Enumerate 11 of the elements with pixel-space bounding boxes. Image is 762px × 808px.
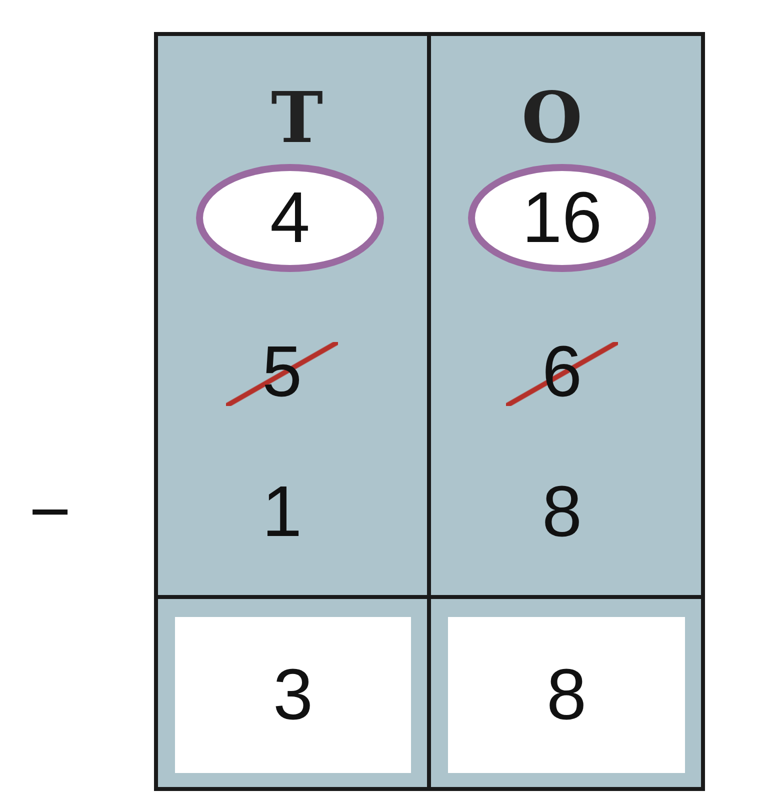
digit: 4 [270,182,310,254]
answer-box [175,617,411,773]
column-heading: T [270,80,324,156]
minus-sign: − [28,474,72,550]
digit: 16 [522,182,602,254]
digit: 1 [260,474,304,550]
digit: 3 [272,659,314,731]
answer-box [448,617,685,773]
digit: 8 [546,659,587,731]
digit: 8 [540,474,584,550]
column-heading: O [520,80,584,156]
